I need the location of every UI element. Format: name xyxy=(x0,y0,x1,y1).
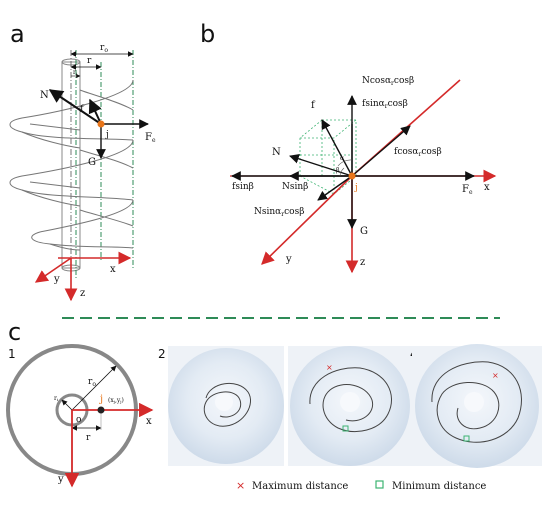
b-x-label: x xyxy=(484,182,490,193)
y-axis xyxy=(34,257,72,283)
fsinb-label: fsinβ xyxy=(232,182,254,192)
legend-min-icon xyxy=(375,480,384,489)
b-Fe-label: Fe xyxy=(462,184,473,196)
c-ri-dimension xyxy=(61,399,73,411)
alpha-label: α xyxy=(340,155,344,162)
subpanel-2-label: 2 xyxy=(158,347,166,361)
photo-2 xyxy=(168,346,284,466)
b-f-label: f xyxy=(311,100,316,111)
Nsin-arrow xyxy=(317,175,353,201)
panel-c: c 1 ro ri r x y o j (xj,yj) 2 3 xyxy=(6,318,542,492)
c-r0-dimension xyxy=(71,365,117,411)
photo-3-min-marker xyxy=(342,425,349,432)
b-y-axis xyxy=(261,175,353,265)
fcos-arrow xyxy=(351,125,411,177)
legend-min-label: Minimum distance xyxy=(392,481,486,492)
b-y-label: y xyxy=(285,254,292,265)
alpha-arc xyxy=(337,159,353,167)
beta-arc xyxy=(339,167,345,177)
panel-b: b y x z Ncosαrcosβ fsinαrcosβ fcosαrcosβ xyxy=(200,20,497,274)
c-origin-label: o xyxy=(76,415,81,425)
c-r-label: r xyxy=(86,433,91,443)
fcos-label: fcosαrcosβ xyxy=(394,147,442,158)
c-j-coord: (xj,yj) xyxy=(108,397,124,404)
particle-j xyxy=(97,120,105,128)
c-j-label: j xyxy=(99,394,103,405)
helix-spiral xyxy=(9,79,134,251)
photo-2-center xyxy=(215,393,233,411)
normal-force-arrow xyxy=(48,89,102,125)
photo-3-max-marker: × xyxy=(326,363,333,372)
photo-4-center xyxy=(464,392,484,412)
b-j-label: j xyxy=(354,183,358,193)
r-label: r xyxy=(87,56,92,66)
N-label: N xyxy=(40,90,49,101)
y-label: y xyxy=(53,274,60,285)
G-label: G xyxy=(88,157,96,168)
b-N-label: N xyxy=(272,147,281,158)
b-N-arrow xyxy=(289,154,353,177)
fsin-label: fsinαrcosβ xyxy=(362,99,408,110)
legend-max-label: Maximum distance xyxy=(252,481,348,492)
photo-4-trajectory xyxy=(431,361,522,443)
photo-4-min-marker xyxy=(463,435,470,442)
friction-force-arrow xyxy=(88,98,102,125)
r0-label: ro xyxy=(100,43,108,54)
z-label: z xyxy=(80,288,85,299)
b-G-label: G xyxy=(360,226,368,237)
photo-2-trajectory xyxy=(203,383,251,427)
Nsin-label: Nsinαrcosβ xyxy=(254,207,304,218)
photo-3-center xyxy=(340,392,360,412)
c-ri-label: ri xyxy=(54,395,59,402)
subpanel-1-label: 1 xyxy=(8,347,16,361)
photo-3-trajectory xyxy=(309,367,392,432)
panel-c-label: c xyxy=(8,318,21,346)
panel-a-label: a xyxy=(10,20,25,48)
b-z-label: z xyxy=(360,257,365,268)
j-label: j xyxy=(105,130,109,140)
c-r0-label: ro xyxy=(88,377,96,388)
c-particle-j xyxy=(97,406,105,414)
photo-4-max-marker: × xyxy=(492,371,499,380)
panel-b-label: b xyxy=(200,20,215,48)
ri-label: ri xyxy=(73,69,78,76)
Ncos-label: Ncosαrcosβ xyxy=(362,76,414,87)
c-x-label: x xyxy=(146,416,152,427)
beta-label: β xyxy=(336,167,340,174)
photo-4: × xyxy=(412,344,542,468)
c-y-label: y xyxy=(57,474,64,485)
x-label: x xyxy=(110,264,116,275)
Fe-label: Fe xyxy=(145,132,156,144)
photo-3: × xyxy=(288,346,412,466)
legend: × Maximum distance Minimum distance xyxy=(236,479,486,492)
b-particle-j xyxy=(348,172,356,180)
Nsinb-label: Nsinβ xyxy=(282,182,308,192)
legend-max-icon: × xyxy=(236,479,245,492)
f-label: f xyxy=(80,104,85,115)
f-arrow xyxy=(321,119,353,177)
panel-a: a ro r ri xyxy=(9,20,156,302)
